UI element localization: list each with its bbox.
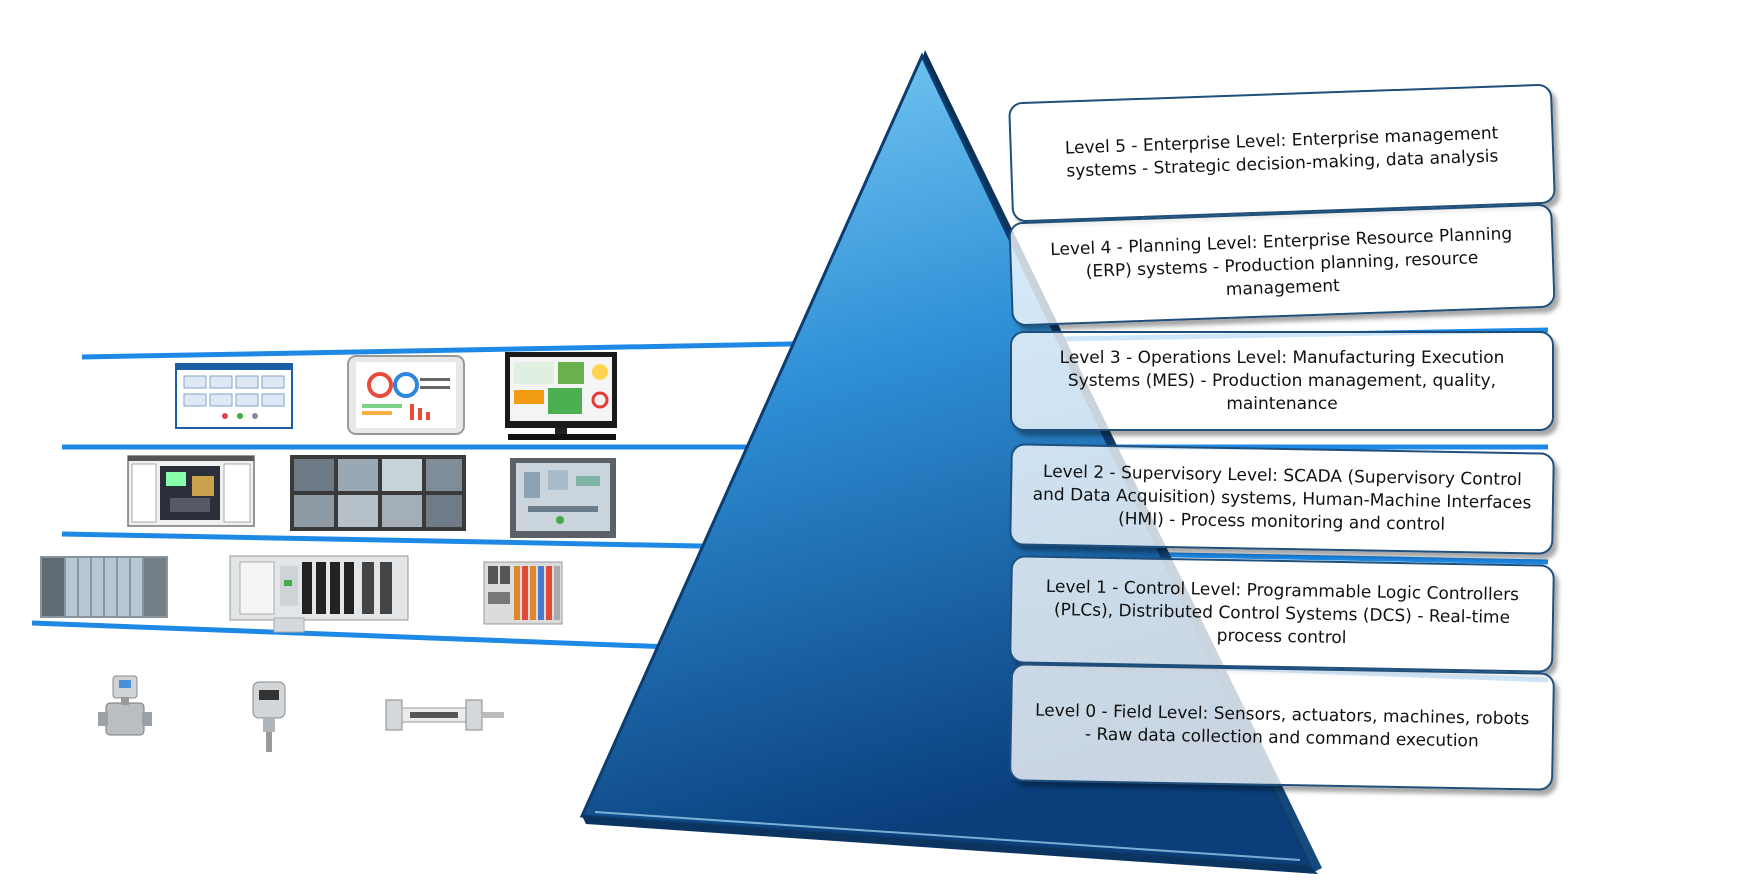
level-4-box: Level 4 - Planning Level: Enterprise Res… [1008,203,1556,327]
level0-images [98,675,504,752]
linear-actuator-image [385,699,504,731]
pressure-transmitter-image [252,681,286,752]
plc-rack-modules-image [40,556,168,618]
plc-controller-image [229,555,409,633]
level1-images [40,555,563,633]
hmi-touch-panel-image [510,458,616,538]
level-1-box: Level 1 - Control Level: Programmable Lo… [1009,555,1555,673]
level-0-box: Level 0 - Field Level: Sensors, actuator… [1009,663,1555,791]
level-5-text: Level 5 - Enterprise Level: Enterprise m… [1064,123,1499,182]
level-3-text: Level 3 - Operations Level: Manufacturin… [1059,347,1505,414]
multi-screen-scada-image [290,455,466,531]
level-5-box: Level 5 - Enterprise Level: Enterprise m… [1008,83,1556,223]
scada-software-window-image [127,455,255,527]
monitor-dashboard-image [505,352,617,440]
level-1-text: Level 1 - Control Level: Programmable Lo… [1045,576,1520,648]
level3-images [175,352,617,440]
level-2-box: Level 2 - Supervisory Level: SCADA (Supe… [1009,443,1555,555]
pyramid-base-edge [582,816,1318,874]
pyramid-highlight [594,811,1301,861]
level2-images [127,455,616,538]
io-module-image [483,561,563,625]
level-2-text: Level 2 - Supervisory Level: SCADA (Supe… [1032,461,1532,535]
tablet-dashboard-image [347,355,465,435]
mes-dashboard-window-image [175,363,293,429]
level-0-text: Level 0 - Field Level: Sensors, actuator… [1034,700,1530,752]
flow-sensor-image [98,675,152,736]
level-4-text: Level 4 - Planning Level: Enterprise Res… [1049,223,1513,300]
level-3-box: Level 3 - Operations Level: Manufacturin… [1010,331,1554,431]
